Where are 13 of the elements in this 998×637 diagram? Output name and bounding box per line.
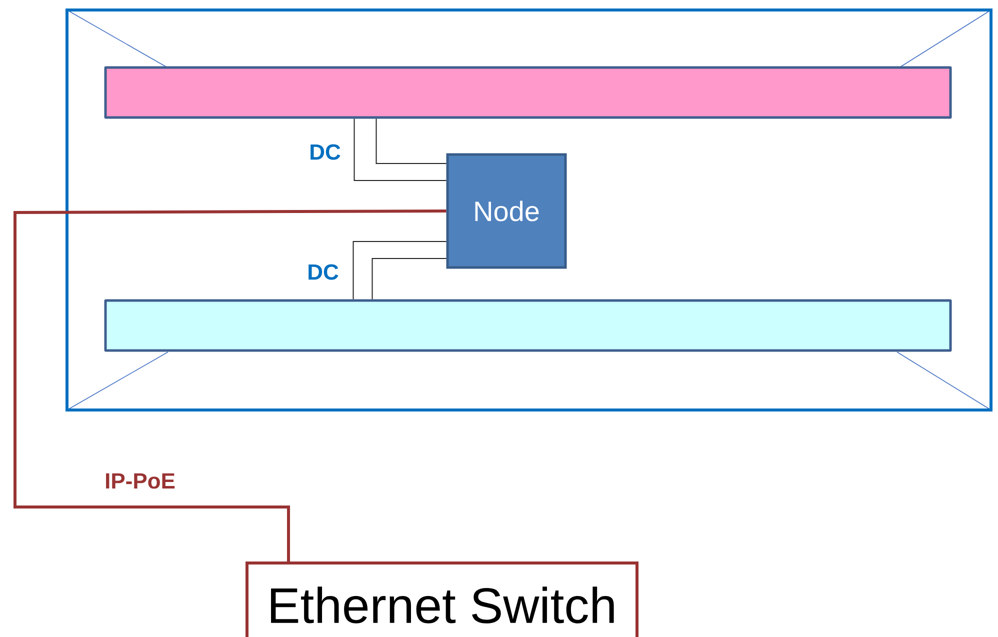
strip-bar: [104, 299, 952, 352]
edge-label: DC: [306, 263, 340, 281]
edge-label: IP-PoE: [104, 472, 176, 490]
connector-line: [14, 210, 446, 562]
room-outline: [66, 8, 992, 412]
switch-box: Ethernet Switch: [246, 562, 638, 637]
connector-line: [354, 118, 447, 181]
node-box: Node: [446, 153, 567, 269]
connector-line: [372, 258, 447, 300]
edge-label: DC: [308, 143, 342, 161]
strip-bar: [104, 66, 952, 119]
connector-line: [352, 241, 447, 300]
connector-line: [376, 118, 447, 164]
